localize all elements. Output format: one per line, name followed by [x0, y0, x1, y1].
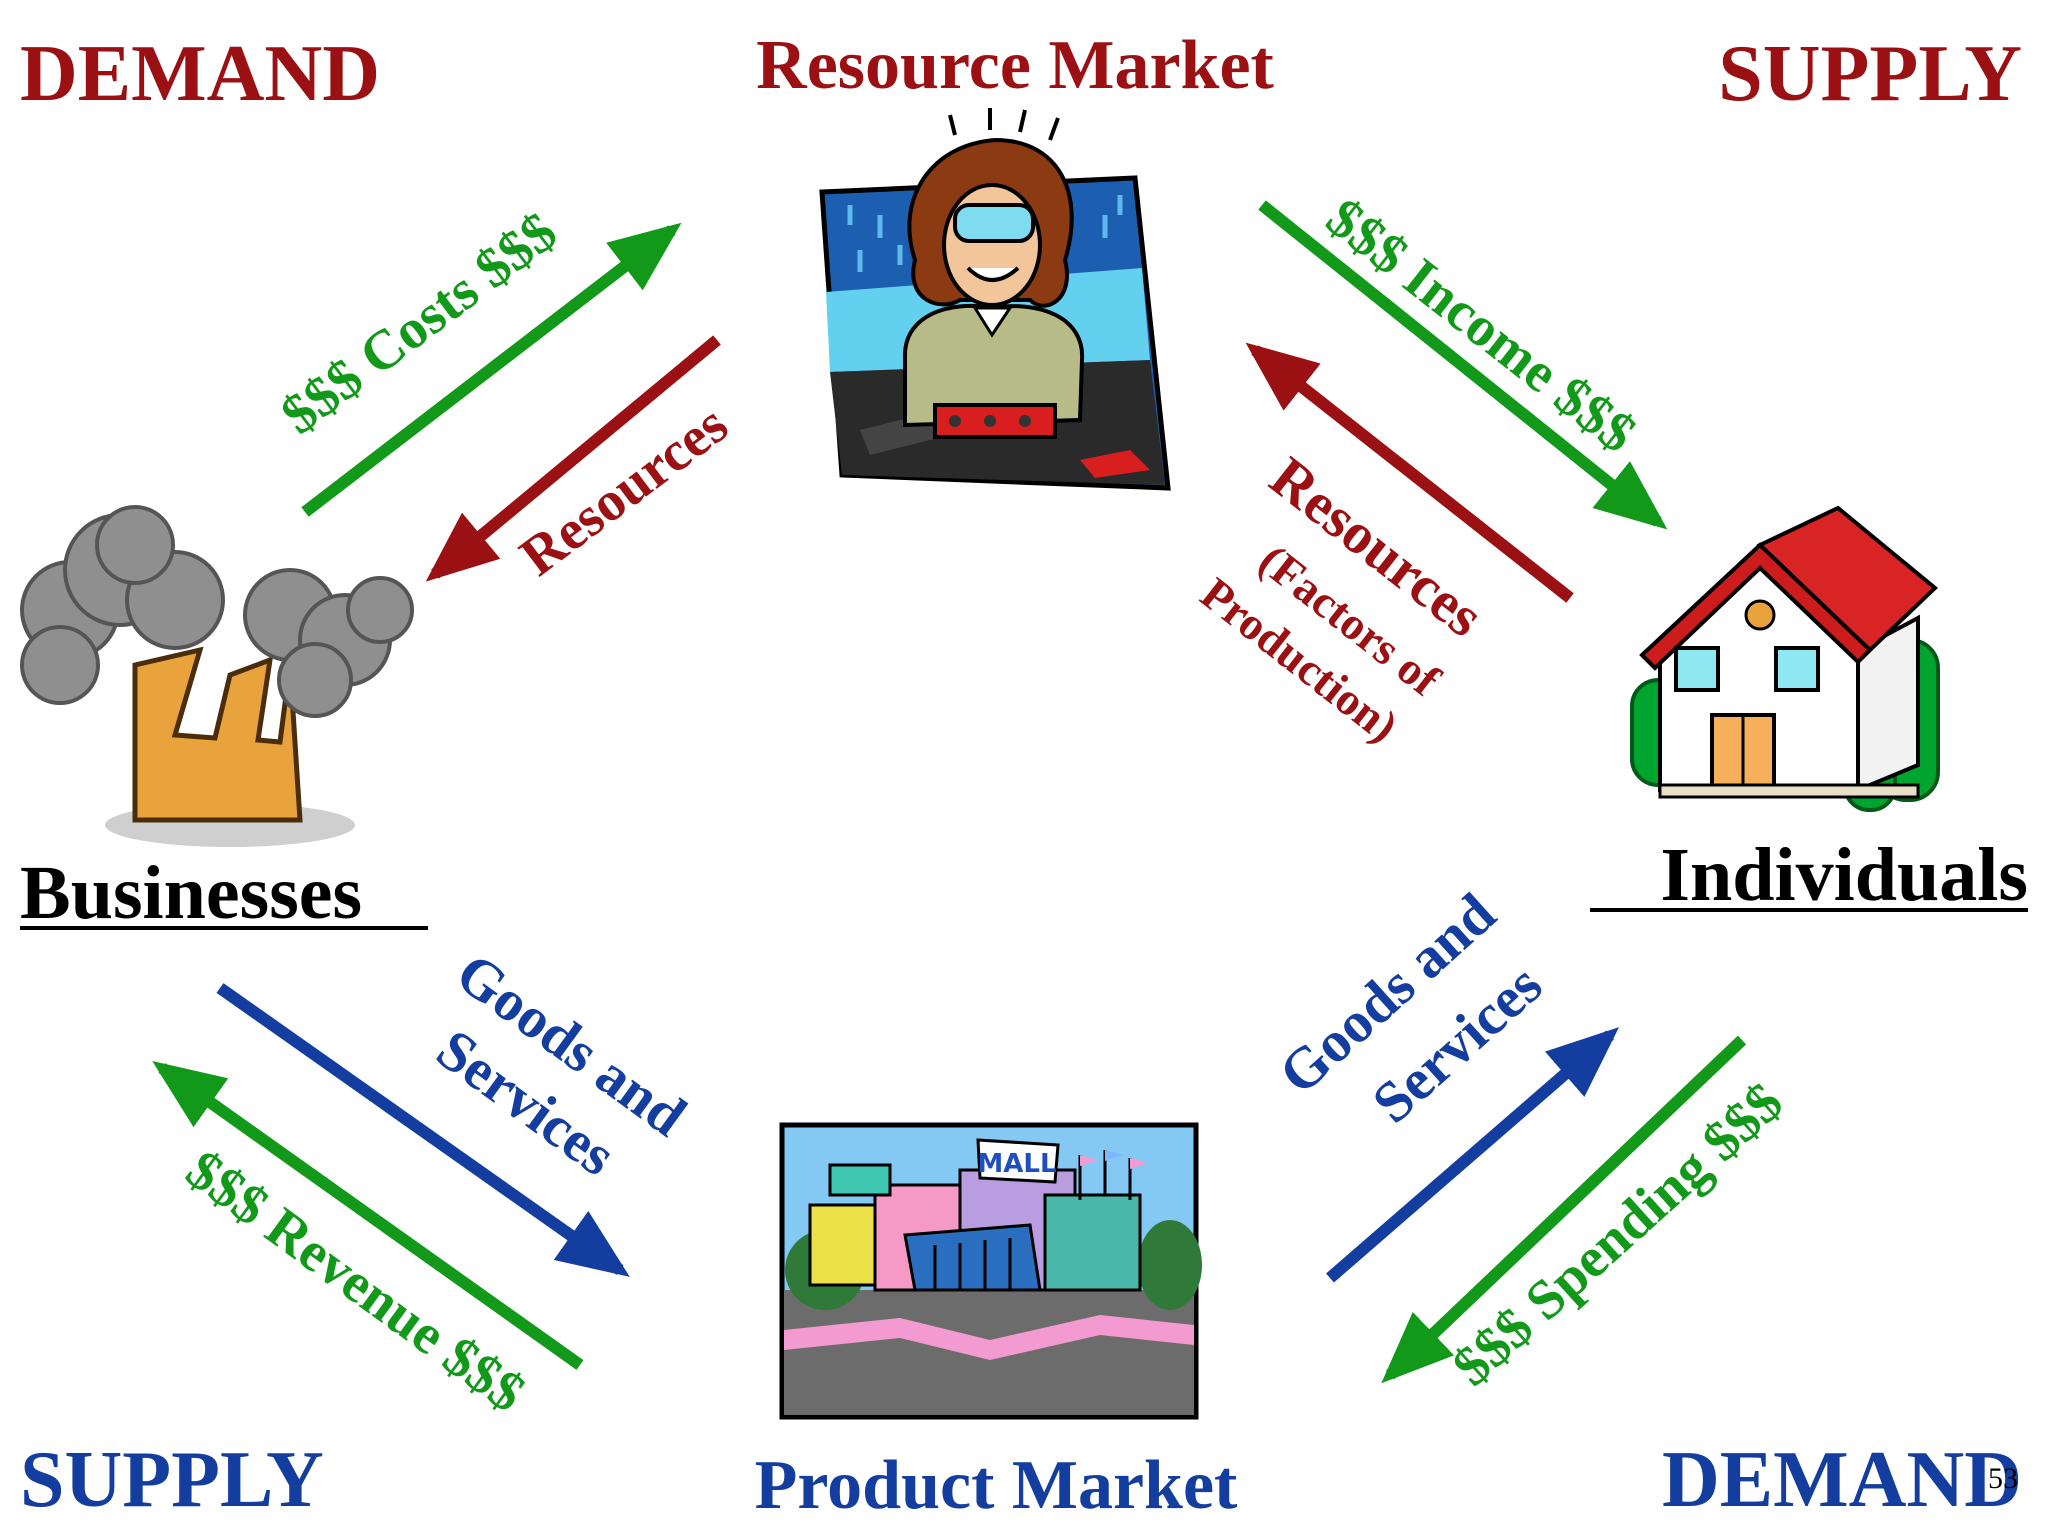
- resources-to-businesses-arrow: [425, 335, 721, 582]
- resource-market-title: Resource Market: [756, 27, 1274, 104]
- top-right-supply-label: SUPPLY: [1718, 30, 2022, 118]
- house-icon: [1630, 505, 1940, 812]
- page-number: 53: [1988, 1462, 2018, 1495]
- product-market-title: Product Market: [755, 1447, 1238, 1524]
- income-label: $$$ Income $$$: [1315, 186, 1647, 465]
- mall-icon: MALL: [779, 1122, 1202, 1420]
- income-arrow: [1258, 200, 1668, 530]
- bottom-right-demand-label: DEMAND: [1662, 1436, 2022, 1524]
- resources-from-individuals-arrow: [1245, 342, 1574, 603]
- individuals-label: Individuals: [1660, 833, 2028, 917]
- spending-label: $$$ Spending $$$: [1441, 1071, 1795, 1398]
- spending-arrow: [1381, 1035, 1747, 1384]
- goods-to-individuals-arrow: [1326, 1027, 1620, 1283]
- resource-market-worker-icon: [819, 108, 1171, 491]
- costs-arrow: [301, 222, 682, 517]
- revenue-arrow: [152, 1061, 584, 1370]
- goods-to-market-arrow: [216, 983, 630, 1277]
- costs-label: $$$ Costs $$$: [270, 201, 568, 447]
- bottom-left-supply-label: SUPPLY: [20, 1436, 324, 1524]
- top-left-demand-label: DEMAND: [20, 30, 380, 118]
- revenue-label: $$$ Revenue $$$: [175, 1138, 536, 1424]
- businesses-label: Businesses: [20, 851, 362, 935]
- mall-sign-text: MALL: [977, 1149, 1056, 1179]
- factory-icon: [20, 505, 414, 847]
